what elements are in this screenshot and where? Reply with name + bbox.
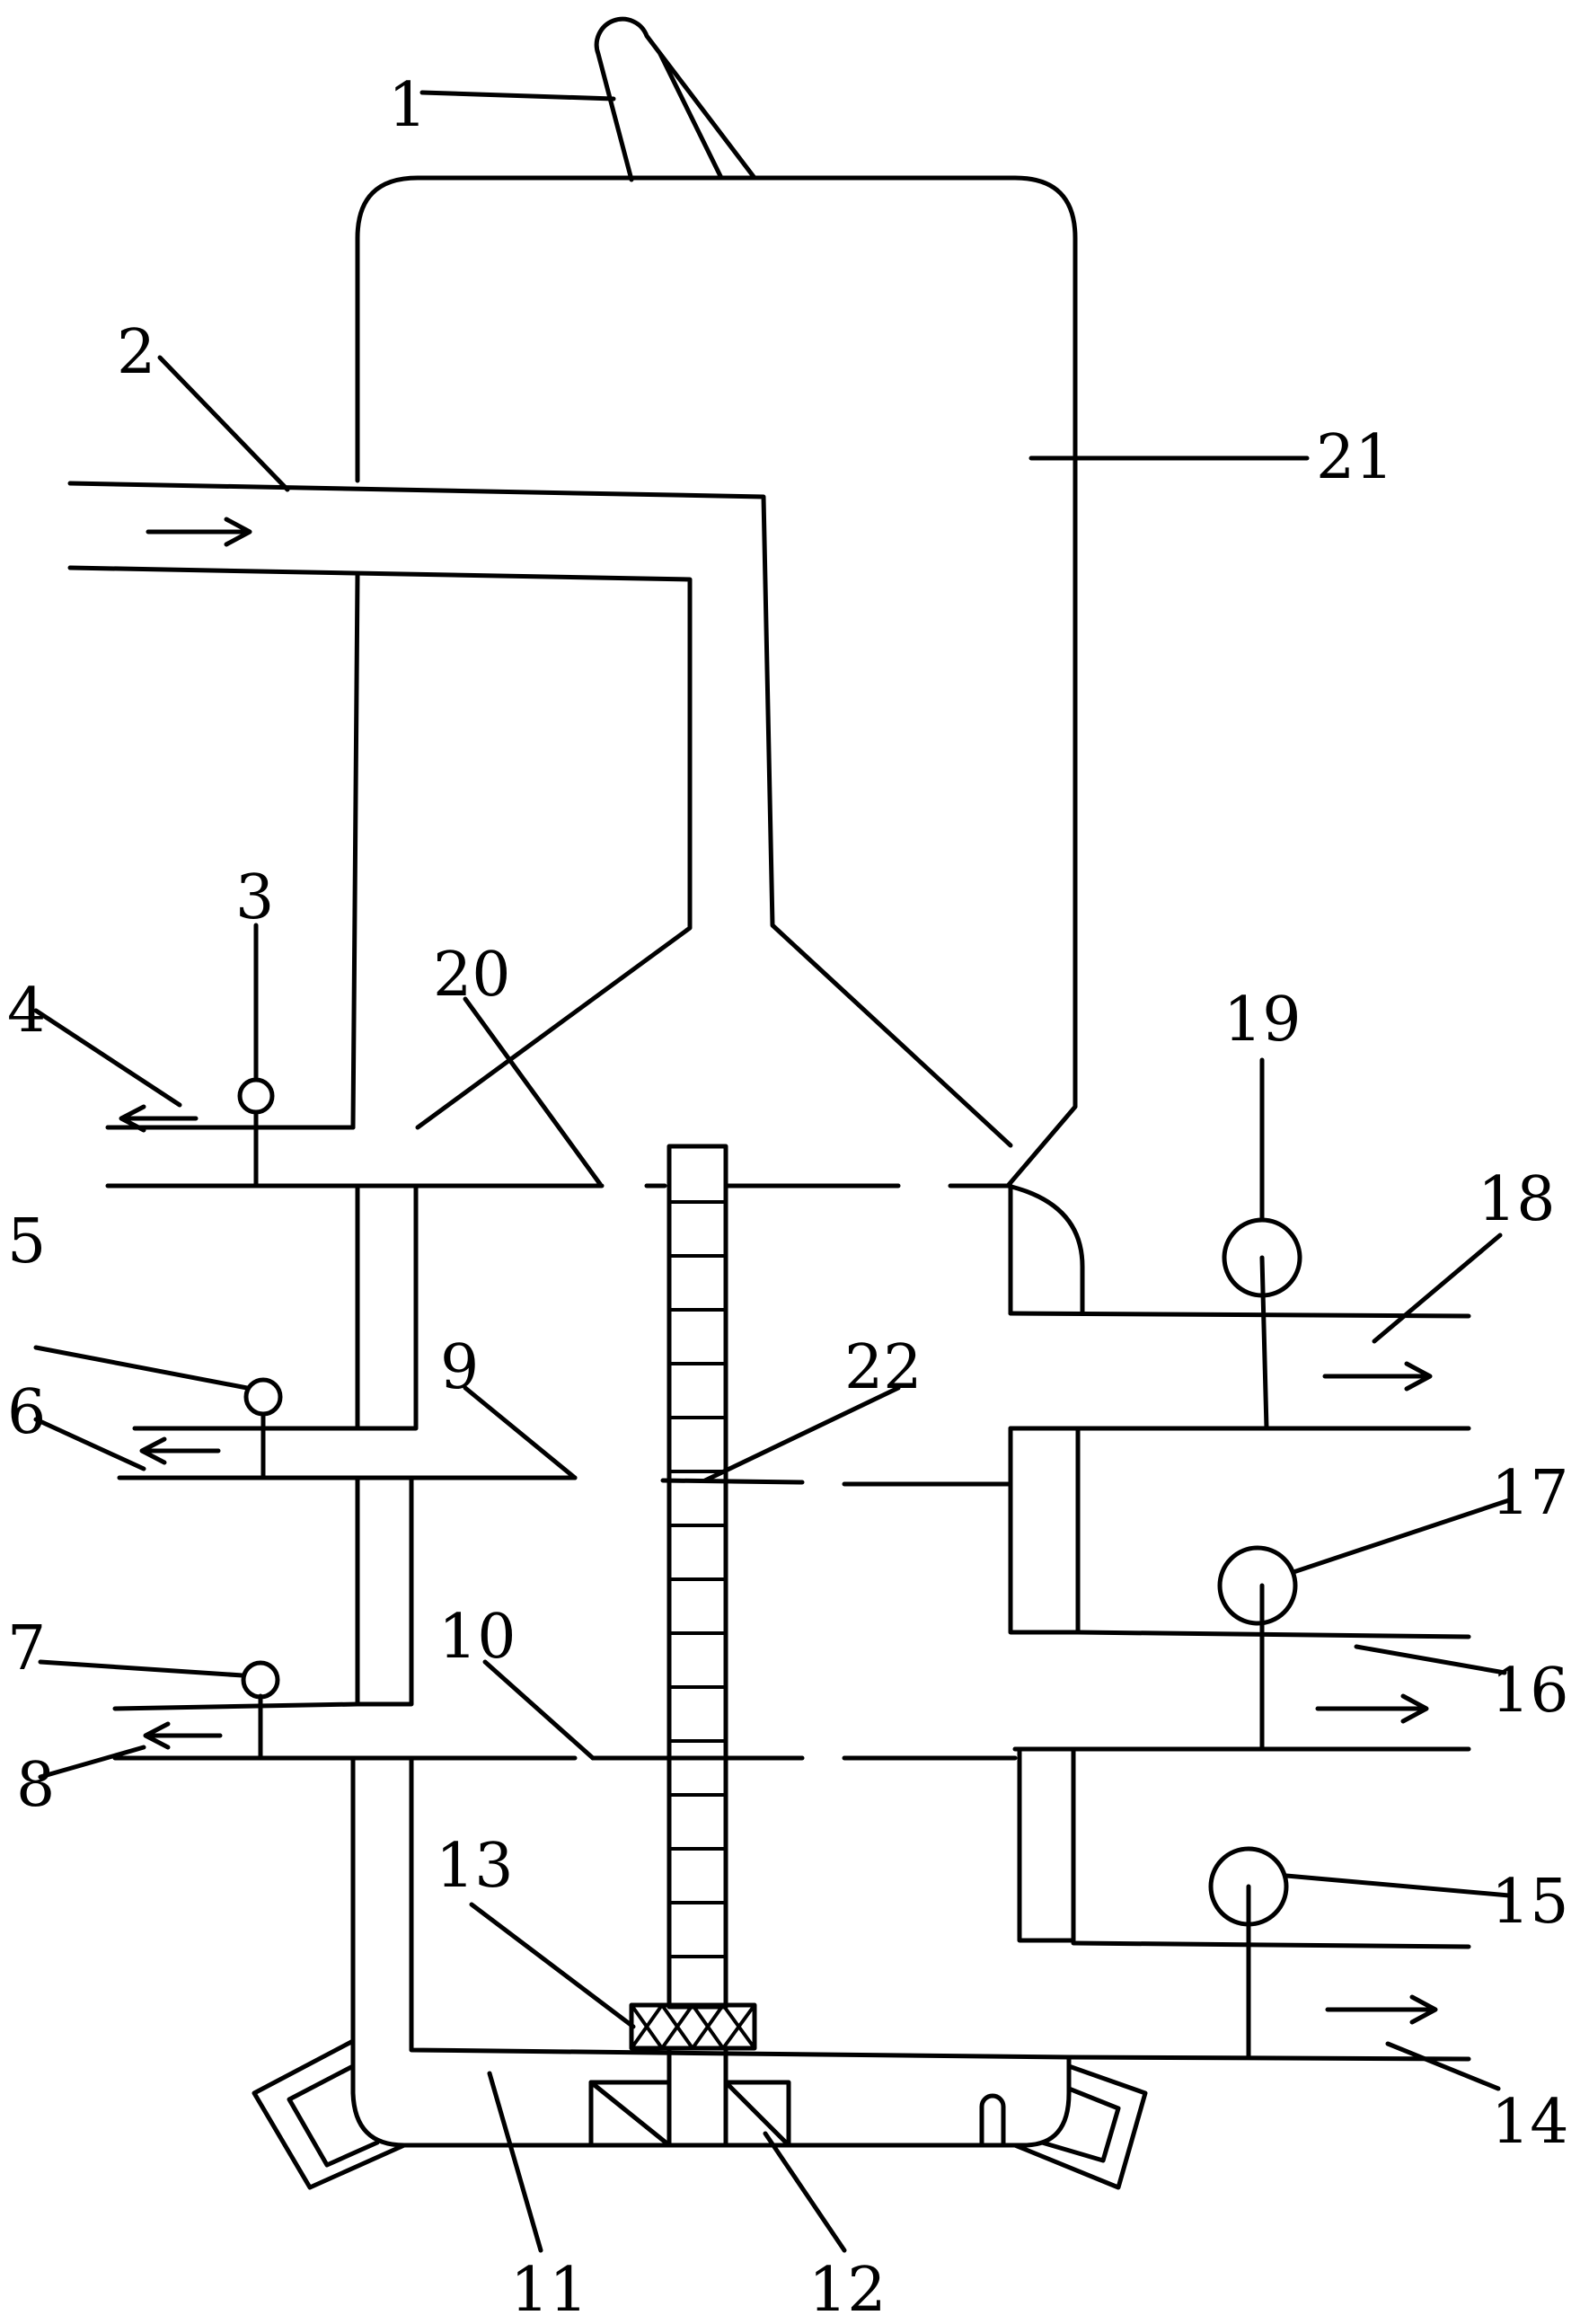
label-22: 22 xyxy=(844,1332,923,1403)
outlet-16-top xyxy=(1075,1630,1471,1639)
outlet-14-bottom xyxy=(1066,2054,1471,2062)
label-11: 11 xyxy=(510,2255,588,2324)
outlet-14-top xyxy=(1071,1940,1471,1949)
flow-arrows xyxy=(119,517,1438,2025)
foot-left-inner xyxy=(287,2063,380,2168)
vessel-left-wall-lower xyxy=(350,572,360,1130)
right-curve-block xyxy=(1005,1183,1085,1316)
label-21: 21 xyxy=(1316,422,1394,493)
outlet-18-top xyxy=(1008,1311,1471,1319)
label-13: 13 xyxy=(436,1831,514,1902)
valve-17 xyxy=(1217,1545,1298,1626)
leader-lines xyxy=(33,90,1512,2253)
label-12: 12 xyxy=(808,2255,887,2324)
label-2: 2 xyxy=(117,317,155,388)
valve-5 xyxy=(243,1377,283,1417)
label-7: 7 xyxy=(7,1613,46,1684)
label-15: 15 xyxy=(1491,1867,1569,1938)
motor-base-right-diag xyxy=(723,2080,791,2148)
label-4: 4 xyxy=(7,976,46,1047)
label-18: 18 xyxy=(1478,1164,1556,1235)
label-9: 9 xyxy=(440,1332,479,1403)
label-5: 5 xyxy=(7,1206,46,1277)
outlet-8-top xyxy=(112,1701,360,1711)
top-pipe-inner xyxy=(658,51,724,181)
bearing-13 xyxy=(629,2002,757,2051)
feed-pipe-lower xyxy=(67,565,693,1130)
motor-base-left-diag xyxy=(588,2080,672,2148)
label-8: 8 xyxy=(16,1750,55,1821)
foot-right xyxy=(1012,2063,1148,2190)
valve-3 xyxy=(237,1077,275,1115)
label-6: 6 xyxy=(7,1377,46,1448)
label-19: 19 xyxy=(1223,985,1302,1056)
label-14: 14 xyxy=(1491,2087,1569,2158)
bearing-13-cross xyxy=(630,2003,756,2050)
ladder-rungs xyxy=(667,1200,728,1958)
screen-9-right xyxy=(660,1478,805,1485)
valve-7 xyxy=(241,1660,280,1700)
foot-right-inner xyxy=(1039,2086,1121,2163)
ladder-shaft xyxy=(666,1144,728,2010)
drain-nub xyxy=(979,2093,1006,2148)
lower-left-wall xyxy=(350,1755,1072,2148)
label-1: 1 xyxy=(388,70,427,141)
label-3: 3 xyxy=(235,862,274,933)
left-chamber-1 xyxy=(355,1183,419,1431)
label-16: 16 xyxy=(1491,1656,1569,1727)
right-chamber-2 xyxy=(1008,1426,1081,1635)
right-chamber-3 xyxy=(1017,1746,1076,1943)
vessel-body xyxy=(355,175,1078,1189)
foot-left xyxy=(252,2038,407,2190)
feed-pipe-upper xyxy=(67,481,1013,1148)
lower-left-inner xyxy=(409,1755,1072,2060)
valve-19-stem xyxy=(1259,1255,1269,1431)
label-20: 20 xyxy=(433,940,511,1011)
label-17: 17 xyxy=(1491,1458,1569,1529)
top-pipe xyxy=(594,16,757,182)
label-10: 10 xyxy=(438,1602,516,1673)
labels: 1 2 3 4 5 6 7 8 9 10 11 12 13 14 15 16 1… xyxy=(7,70,1569,2324)
left-chamber-2 xyxy=(355,1475,414,1707)
